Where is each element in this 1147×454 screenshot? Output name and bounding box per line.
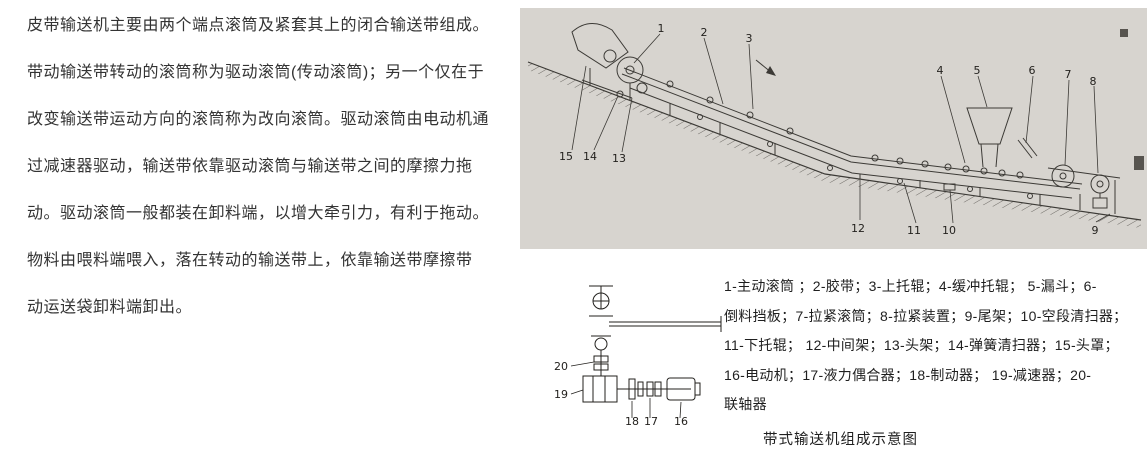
part-label-13: 13 — [612, 152, 626, 165]
part-label-19: 19 — [554, 388, 568, 401]
upper-idlers — [666, 80, 1024, 179]
tail-section — [1047, 164, 1121, 214]
scan-artifact — [1134, 156, 1144, 170]
part-label-16: 16 — [674, 415, 688, 426]
part-label-6: 6 — [1029, 64, 1036, 77]
part-label-18: 18 — [625, 415, 639, 426]
drive-unit-diagram: 20 19 18 17 16 — [554, 285, 722, 428]
conveyor-diagram: 1 2 3 4 5 6 7 8 9 10 11 12 13 14 15 — [527, 22, 1144, 237]
legend-line: 1-主动滚筒 ；2-胶带；3-上托辊；4-缓冲托辊； 5-漏斗；6- — [724, 278, 1097, 294]
body-text: 皮带输送机主要由两个端点滚筒及紧套其上的闭合输送带组成。 带动输送带转动的滚筒称… — [27, 2, 517, 331]
part-label-1: 1 — [658, 22, 665, 35]
part-label-15: 15 — [559, 150, 573, 163]
direction-arrow-icon — [755, 59, 776, 76]
conveyor-figure: 1 2 3 4 5 6 7 8 9 10 11 12 13 14 15 — [520, 8, 1147, 249]
body-text-line: 改变输送带运动方向的滚筒称为改向滚筒。驱动滚筒由电动机通 — [27, 111, 490, 128]
conveyor-structure — [571, 23, 1144, 224]
legend-line: 倒料挡板；7-拉紧滚筒；8-拉紧装置；9-尾架；10-空段清扫器； — [724, 307, 1128, 324]
legend-line: 11-下托辊； 12-中间架；13-头架；14-弹簧清扫器；15-头罩； — [724, 337, 1119, 353]
part-label-11: 11 — [907, 224, 921, 237]
deflector-plate — [1017, 137, 1038, 159]
part-number-labels: 1 2 3 4 5 6 7 8 9 10 11 12 13 14 15 — [559, 22, 1099, 237]
drive-unit-structure — [570, 285, 722, 419]
body-text-line: 皮带输送机主要由两个端点滚筒及紧套其上的闭合输送带组成。 — [27, 17, 490, 34]
part-label-8: 8 — [1090, 75, 1097, 88]
part-label-17: 17 — [644, 415, 658, 426]
drive-number-labels: 20 19 18 17 16 — [554, 360, 688, 428]
part-label-9: 9 — [1092, 224, 1099, 237]
figure-caption: 带式输送机组成示意图 — [763, 432, 918, 448]
body-text-line: 过减速器驱动，输送带依靠驱动滚筒与输送带之间的摩擦力拖 — [27, 158, 473, 175]
part-label-4: 4 — [937, 64, 944, 77]
hopper — [966, 107, 1013, 168]
head-section — [571, 23, 648, 100]
parts-legend: 1-主动滚筒 ；2-胶带；3-上托辊；4-缓冲托辊； 5-漏斗；6- 倒料挡板；… — [724, 272, 1147, 420]
part-label-2: 2 — [701, 26, 708, 39]
drive-unit-figure: 20 19 18 17 16 — [543, 278, 748, 428]
body-text-line: 物料由喂料端喂入，落在转动的输送带上，依靠输送带摩擦带 — [27, 252, 473, 269]
return-idlers — [697, 114, 1033, 199]
body-text-line: 动。驱动滚筒一般都装在卸料端，以增大牵引力，有利于拖动。 — [27, 205, 490, 222]
cleaner — [943, 183, 956, 191]
part-label-7: 7 — [1065, 68, 1072, 81]
scan-artifact — [1120, 29, 1128, 37]
part-label-10: 10 — [942, 224, 956, 237]
legend-line: 联轴器 — [724, 396, 767, 412]
part-label-20: 20 — [554, 360, 568, 373]
part-label-12: 12 — [851, 222, 865, 235]
legend-line: 16-电动机；17-液力偶合器；18-制动器； 19-减速器；20- — [724, 366, 1092, 383]
body-text-line: 动运送袋卸料端卸出。 — [27, 299, 193, 316]
leader-lines — [571, 33, 1111, 224]
body-text-line: 带动输送带转动的滚筒称为驱动滚筒(传动滚筒)；另一个仅在于 — [27, 64, 485, 81]
ground-hatching — [527, 61, 1142, 228]
part-label-5: 5 — [974, 64, 981, 77]
part-label-3: 3 — [746, 32, 753, 45]
part-label-14: 14 — [583, 150, 597, 163]
